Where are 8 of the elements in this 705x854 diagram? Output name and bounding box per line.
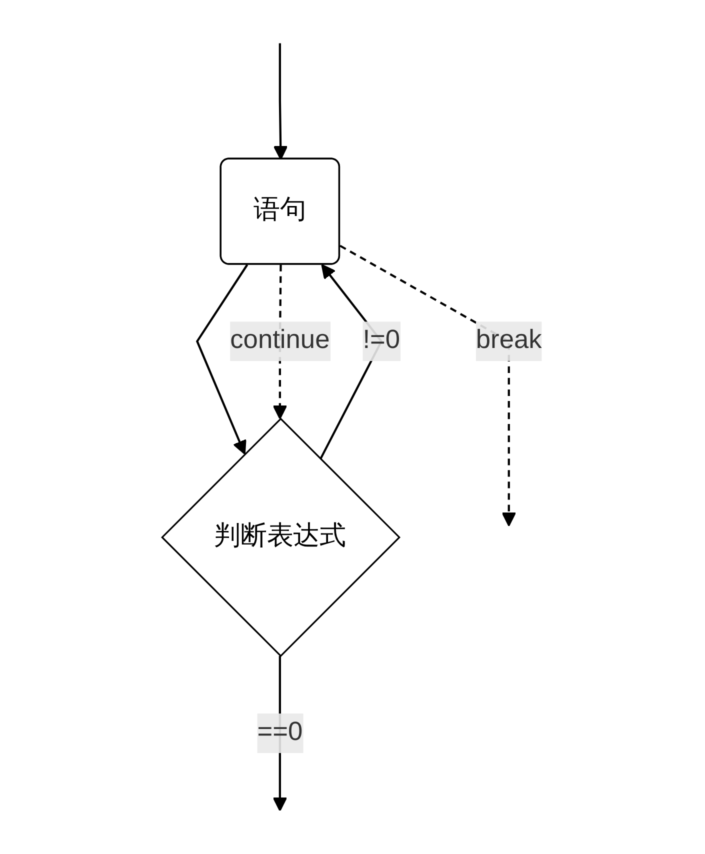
edge-label: continue [230,322,330,362]
process-box: 语句 [220,158,341,265]
decision-diamond: 判断表达式 [162,418,401,658]
edge-label: break [476,322,542,362]
edge-label: ==0 [258,714,304,754]
arrow [196,264,249,455]
edge-label: !=0 [363,322,401,362]
arrow [274,43,288,160]
